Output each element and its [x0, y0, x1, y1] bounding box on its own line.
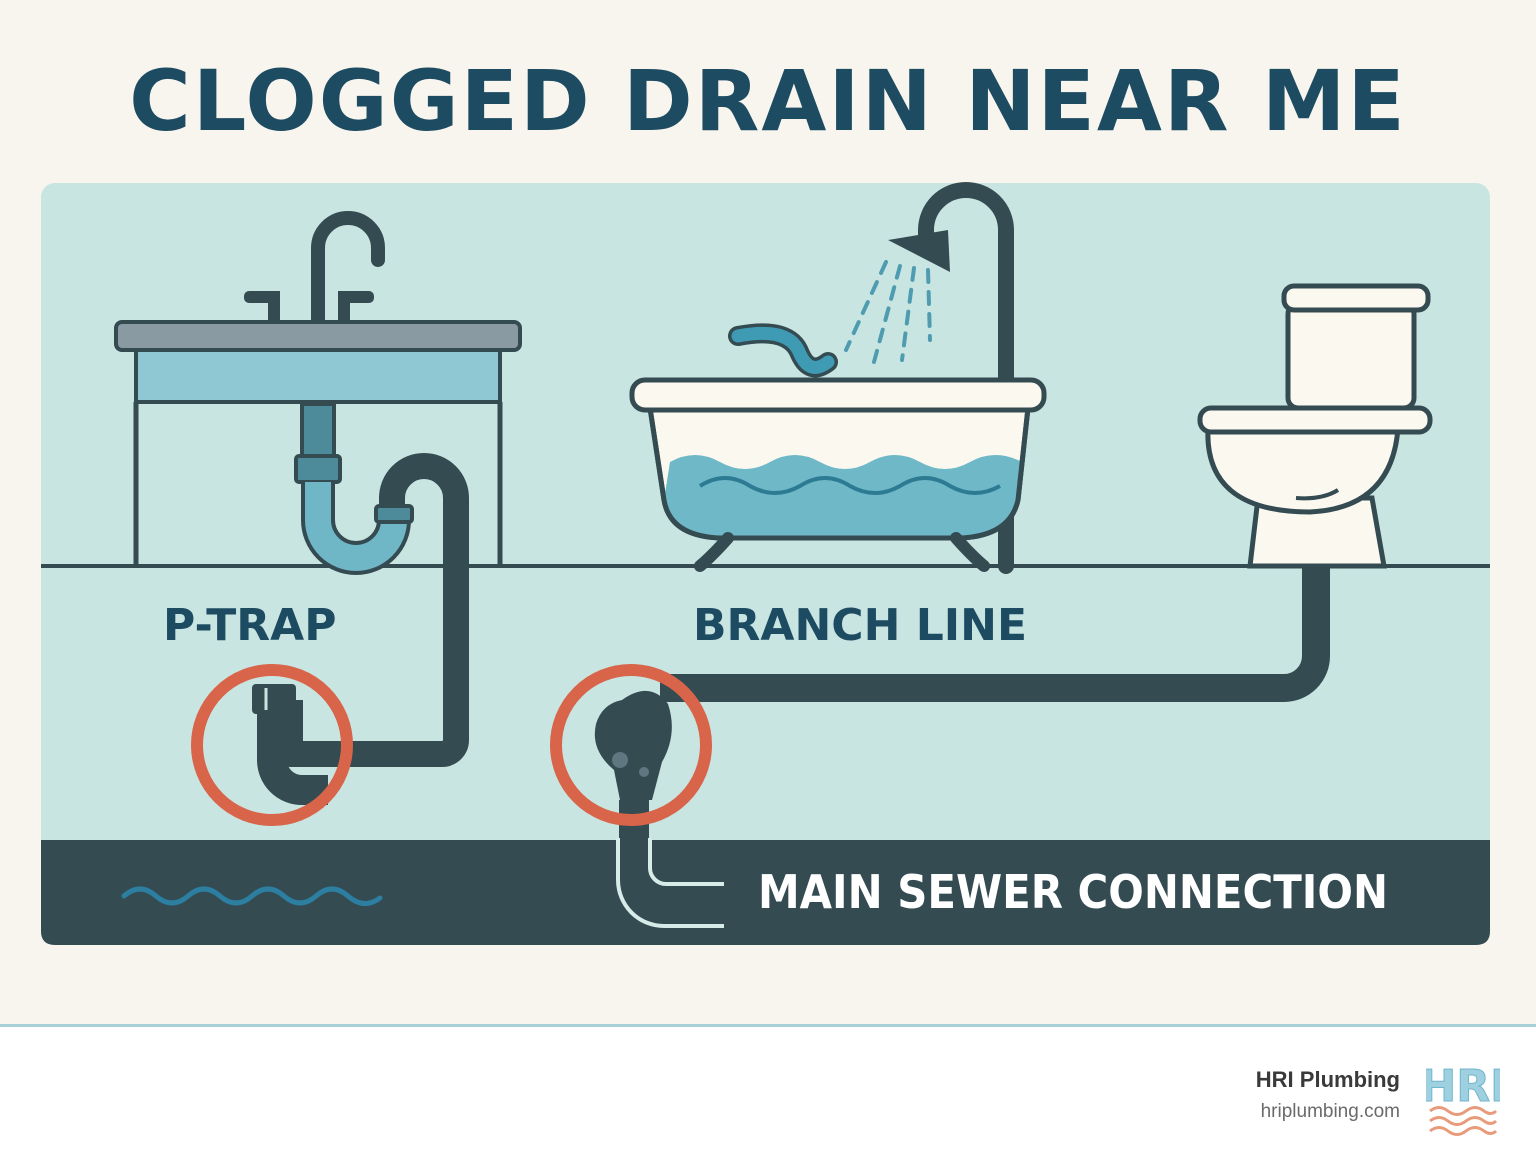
branch-line-pipe	[660, 568, 1330, 702]
branch-clog-highlight	[550, 664, 712, 826]
bathtub	[629, 182, 1047, 574]
p-trap-pipe	[252, 684, 328, 805]
toilet	[1197, 283, 1433, 569]
p-trap-clog-highlight	[191, 664, 353, 826]
main-sewer-pipe	[619, 800, 724, 925]
main-sewer-label: MAIN SEWER CONNECTION	[758, 865, 1388, 919]
drain-diagram: P-TRAP BRANCH LINE MAIN SEWER CONNECTION	[41, 182, 1490, 945]
hri-logo: HRI	[1426, 1061, 1500, 1136]
logo-lettering: HRI	[1426, 1061, 1500, 1112]
branch-clog	[594, 690, 672, 800]
sink	[114, 211, 522, 575]
p-trap-label: P-TRAP	[163, 600, 336, 651]
brand-name: HRI Plumbing	[1255, 1067, 1400, 1092]
sewer-water-waves	[121, 886, 383, 906]
page-title: CLOGGED DRAIN NEAR ME	[129, 52, 1407, 150]
sink-drain-pipe	[277, 453, 469, 767]
main-sewer-band	[41, 840, 1490, 945]
footer: HRI Plumbing hriplumbing.com HRI	[0, 1024, 1536, 1157]
branch-line-label: BRANCH LINE	[693, 600, 1027, 651]
brand-url[interactable]: hriplumbing.com	[1260, 1101, 1400, 1122]
